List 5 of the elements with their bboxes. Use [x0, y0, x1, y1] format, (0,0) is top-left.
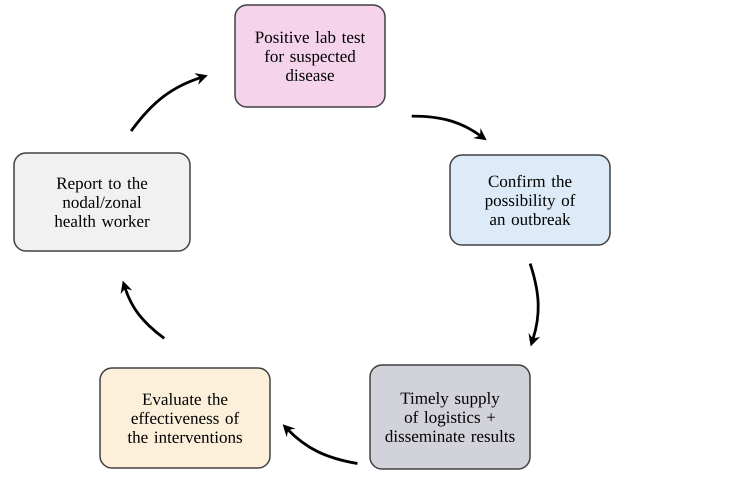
process-box: Timely supply of logistics + disseminate results	[369, 364, 531, 470]
process-box: Evaluate the effectiveness of the interventions	[99, 367, 271, 469]
process-box: Report to the nodal/zonal health worker	[13, 152, 191, 252]
process-box: Confirm the possibility of an outbreak	[449, 154, 611, 246]
process-box: Positive lab test for suspected disease	[234, 4, 386, 108]
